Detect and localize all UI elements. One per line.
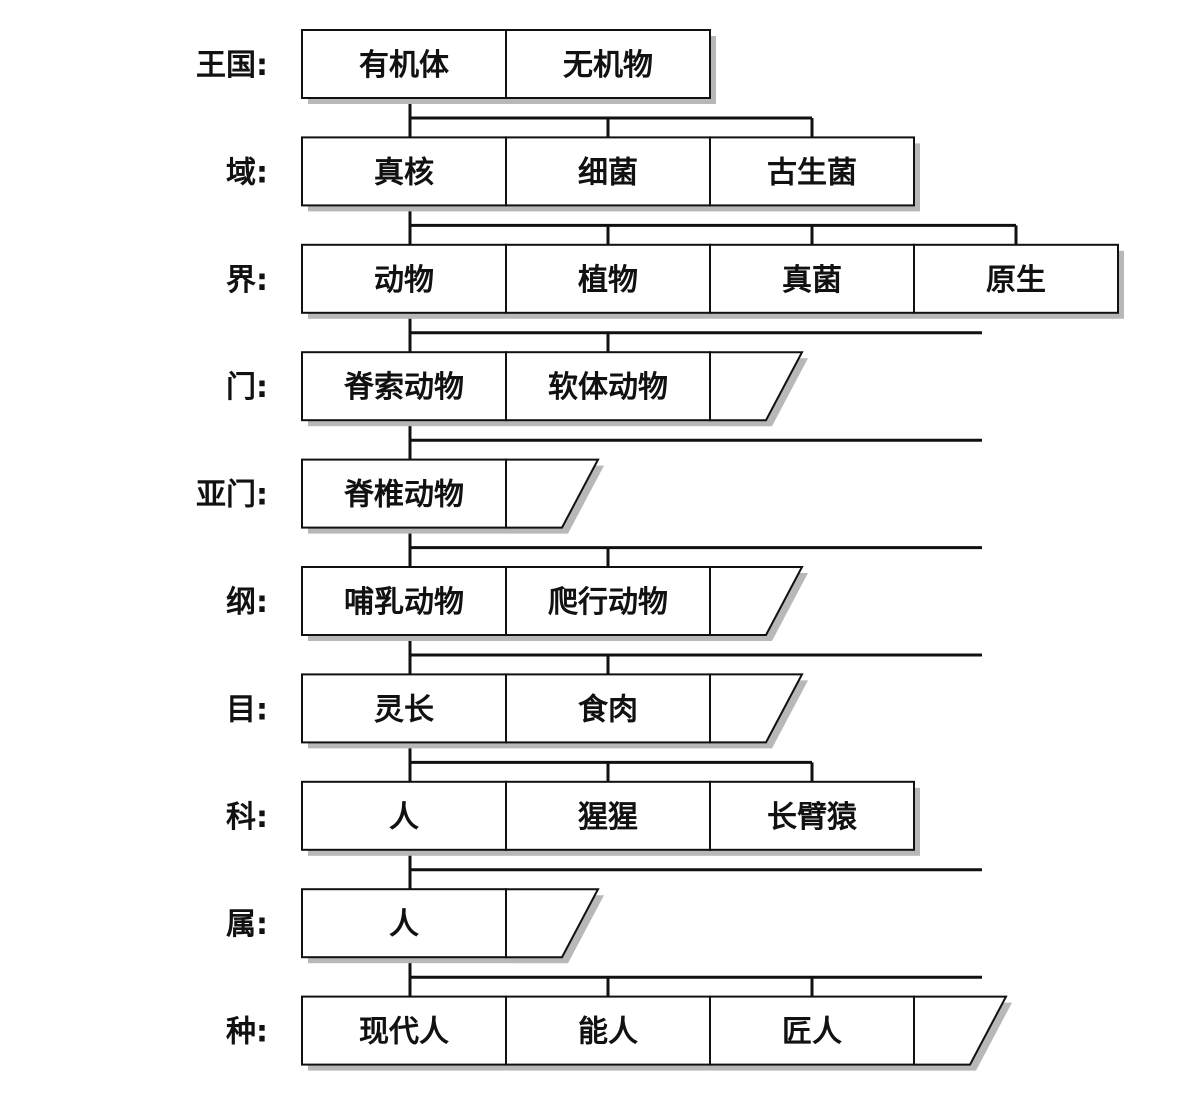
open-cell (505, 458, 600, 529)
taxon-label: 脊椎动物 (343, 478, 464, 513)
taxon-label: 真菌 (782, 263, 842, 298)
taxon-cell (709, 136, 915, 207)
rank-row: 属: 人 (226, 888, 604, 964)
taxon-cell (505, 673, 711, 744)
rank-row: 目: 灵长 食肉 (226, 673, 808, 749)
taxon-label: 有机体 (359, 48, 450, 83)
rank-label: 属: (226, 907, 268, 942)
rank-label: 界: (226, 263, 268, 298)
open-cell (709, 566, 804, 636)
rank-label: 域: (226, 155, 268, 190)
rank-row: 门: 脊索动物 软体动物 (226, 351, 808, 427)
taxon-label: 细菌 (578, 155, 638, 190)
taxon-label: 能人 (578, 1015, 638, 1050)
taxon-label: 脊索动物 (343, 370, 464, 405)
taxon-label: 现代人 (359, 1015, 449, 1050)
taxon-label: 哺乳动物 (344, 585, 464, 620)
taxon-label: 长臂猿 (767, 800, 858, 835)
taxon-label: 古生菌 (767, 155, 857, 190)
rank-row: 域: 真核 细菌 古生菌 (226, 136, 920, 212)
rank-label: 目: (226, 692, 268, 727)
taxon-label: 动物 (374, 263, 434, 298)
taxon-cell (505, 351, 711, 422)
taxon-label: 原生 (986, 263, 1046, 298)
rank-label: 门: (226, 370, 268, 405)
rank-label: 王国: (196, 48, 268, 83)
taxon-label: 人 (389, 907, 419, 942)
taxon-cell (301, 995, 507, 1066)
rank-row: 界: 动物 植物 真菌 原生 (226, 243, 1124, 319)
taxon-cell (301, 566, 507, 636)
taxon-label: 猩猩 (578, 800, 638, 835)
taxon-cell (505, 780, 711, 851)
taxon-label: 人 (389, 800, 419, 835)
taxon-label: 灵长 (374, 692, 434, 727)
taxon-label: 软体动物 (548, 370, 668, 405)
taxon-cell (301, 780, 507, 851)
taxon-cell (709, 780, 915, 851)
taxon-cell (505, 29, 711, 99)
taxon-label: 爬行动物 (548, 585, 668, 620)
taxon-cell (505, 243, 711, 314)
rank-label: 纲: (226, 585, 268, 620)
taxon-label: 无机物 (563, 48, 653, 83)
taxon-cell (301, 458, 507, 529)
rank-row: 种: 现代人 能人 匠人 (226, 995, 1012, 1071)
taxon-cell (505, 566, 711, 636)
rank-label: 亚门: (196, 478, 268, 513)
rank-label: 科: (226, 800, 268, 835)
open-cell (709, 673, 804, 744)
rank-row: 亚门: 脊椎动物 (196, 458, 604, 534)
taxon-label: 真核 (374, 155, 434, 190)
taxon-cell (301, 351, 507, 422)
taxon-label: 匠人 (782, 1015, 842, 1050)
taxon-cell (709, 243, 915, 314)
taxon-label: 植物 (578, 263, 638, 298)
rank-row: 纲: 哺乳动物 爬行动物 (226, 566, 808, 641)
taxon-label: 食肉 (578, 692, 638, 727)
open-cell (913, 995, 1008, 1066)
taxon-cell (301, 136, 507, 207)
rank-row: 王国: 有机体 无机物 (196, 29, 716, 104)
taxon-cell (301, 673, 507, 744)
taxon-cell (505, 136, 711, 207)
taxon-cell (709, 995, 915, 1066)
rank-label: 种: (226, 1015, 268, 1050)
open-cell (709, 351, 804, 422)
connector-lines (408, 98, 1018, 997)
open-cell (505, 888, 600, 959)
rank-row: 科: 人 猩猩 长臂猿 (226, 780, 920, 856)
taxon-cell (913, 243, 1119, 314)
taxon-cell (301, 888, 507, 959)
